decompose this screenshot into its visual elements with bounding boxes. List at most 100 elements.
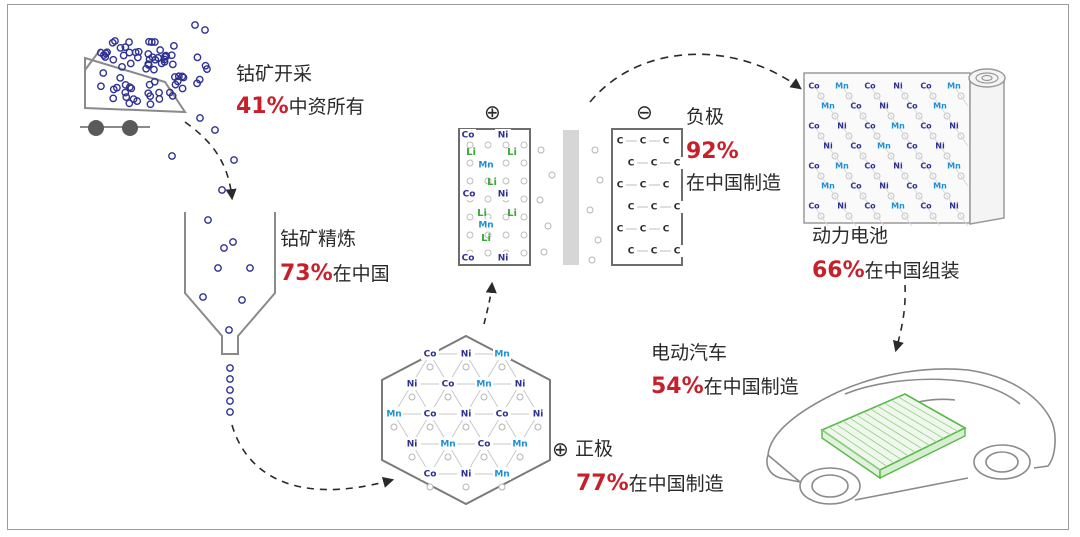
- atom-backdrop: [625, 245, 637, 257]
- sheet-bond: [869, 205, 885, 227]
- refining-hopper-icon: [184, 212, 276, 355]
- sheet-atom: Mn: [821, 182, 835, 191]
- electrolyte-ion: [596, 176, 604, 184]
- atom-backdrop: [614, 179, 626, 191]
- sheet-atom: Mn: [835, 162, 849, 171]
- cell-oxygen: [484, 141, 492, 149]
- cobalt-particle: [173, 77, 182, 86]
- sheet-bond: [869, 125, 885, 147]
- cell-plus-icon: ⊕: [484, 100, 501, 124]
- sheet-oxygen: [943, 192, 951, 200]
- sheet-oxygen: [873, 212, 881, 220]
- lattice-atom: Co: [442, 380, 455, 390]
- lattice-atom: Co: [424, 410, 437, 420]
- sheet-atom: Co: [920, 82, 932, 91]
- sheet-bond: [897, 85, 913, 107]
- sheet-bond: [925, 85, 941, 107]
- sheet-atom: Ni: [879, 102, 889, 111]
- lattice-atom: Ni: [407, 440, 418, 450]
- cell-oxygen: [466, 159, 474, 167]
- cobalt-particle: [125, 83, 134, 92]
- sheet-atom: Co: [850, 142, 862, 151]
- cobalt-particle: [193, 53, 202, 62]
- carbon-atom: C: [628, 247, 635, 257]
- ev-suffix: 在中国制造: [703, 376, 799, 398]
- battery-cell: [458, 128, 683, 266]
- atom-backdrop: [614, 223, 626, 235]
- sheet-oxygen: [957, 212, 965, 220]
- atom-backdrop: [475, 437, 493, 450]
- arrow-mining-to-refining: [184, 121, 237, 201]
- sheet-oxygen: [845, 92, 853, 100]
- battery-suffix: 在中国组装: [864, 260, 960, 282]
- sheet-bond: [827, 145, 843, 167]
- atom-backdrop: [660, 223, 672, 235]
- cathode-title: 正极: [575, 438, 614, 460]
- lattice-atom: Mn: [386, 410, 401, 420]
- cobalt-particle: [145, 37, 153, 46]
- mining-title: 钴矿开采: [236, 63, 313, 85]
- pack-cell-line: [897, 396, 959, 432]
- mining-suffix: 中资所有: [288, 96, 365, 118]
- anode-title: 负极: [686, 106, 725, 128]
- ev-title: 电动汽车: [651, 342, 728, 364]
- atom-backdrop: [671, 245, 683, 257]
- carbon-atom: C: [617, 137, 624, 147]
- arrow-cell-to-battery: [589, 53, 802, 103]
- cell-oxygen: [466, 177, 474, 185]
- cobalt-particle: [238, 296, 246, 304]
- cell-atom: Mn: [478, 221, 493, 231]
- atom-backdrop: [671, 157, 683, 169]
- cell-oxygen: [502, 231, 510, 239]
- sheet-atom: Ni: [879, 182, 889, 191]
- cobalt-particle: [214, 264, 222, 272]
- sheet-oxygen: [845, 212, 853, 220]
- lattice-atom: Mn: [512, 440, 527, 450]
- cobalt-particle: [109, 55, 118, 64]
- atom-backdrop: [439, 377, 457, 390]
- cobalt-particle: [162, 51, 170, 60]
- atom-backdrop: [637, 135, 649, 147]
- sheet-oxygen: [929, 172, 937, 180]
- sheet-oxygen: [929, 212, 937, 220]
- sheet-atom: Mn: [947, 82, 961, 91]
- atom-backdrop: [493, 347, 511, 360]
- cobalt-particle: [150, 77, 159, 86]
- cobalt-particle: [211, 126, 219, 134]
- atom-backdrop: [495, 188, 511, 200]
- cobalt-particle: [178, 72, 187, 81]
- cobalt-particle: [165, 88, 174, 97]
- lithium-ion: Li: [507, 147, 517, 158]
- battery-stat: 66%在中国组装: [812, 260, 960, 282]
- refining-title: 钴矿精炼: [280, 228, 357, 250]
- atom-backdrop: [493, 467, 511, 480]
- cobalt-particle: [226, 397, 234, 405]
- sheet-oxygen: [915, 192, 923, 200]
- carbon-atom: C: [674, 247, 681, 257]
- separator: [563, 130, 579, 265]
- sheet-bond: [813, 165, 829, 187]
- atom-backdrop: [637, 179, 649, 191]
- sheet-bond: [841, 165, 857, 187]
- sheet-atom: Co: [864, 122, 876, 131]
- cell-minus-icon: ⊖: [636, 100, 653, 124]
- sheet-oxygen: [831, 112, 839, 120]
- cobalt-particle: [196, 114, 204, 122]
- lithium-ion: Li: [466, 147, 476, 158]
- sheet-atom: Co: [864, 162, 876, 171]
- atom-backdrop: [457, 407, 475, 420]
- pack-cell-line: [821, 429, 881, 471]
- atom-backdrop: [457, 347, 475, 360]
- sheet-oxygen: [887, 112, 895, 120]
- cobalt-particle: [225, 326, 233, 334]
- cobalt-particle: [129, 95, 138, 104]
- sheet-oxygen: [957, 92, 965, 100]
- atom-backdrop: [660, 135, 672, 147]
- cobalt-particle: [226, 375, 234, 383]
- atom-backdrop: [671, 201, 683, 213]
- cobalt-particle: [116, 43, 125, 52]
- sheet-bond: [953, 85, 969, 107]
- sheet-atom: Ni: [893, 162, 903, 171]
